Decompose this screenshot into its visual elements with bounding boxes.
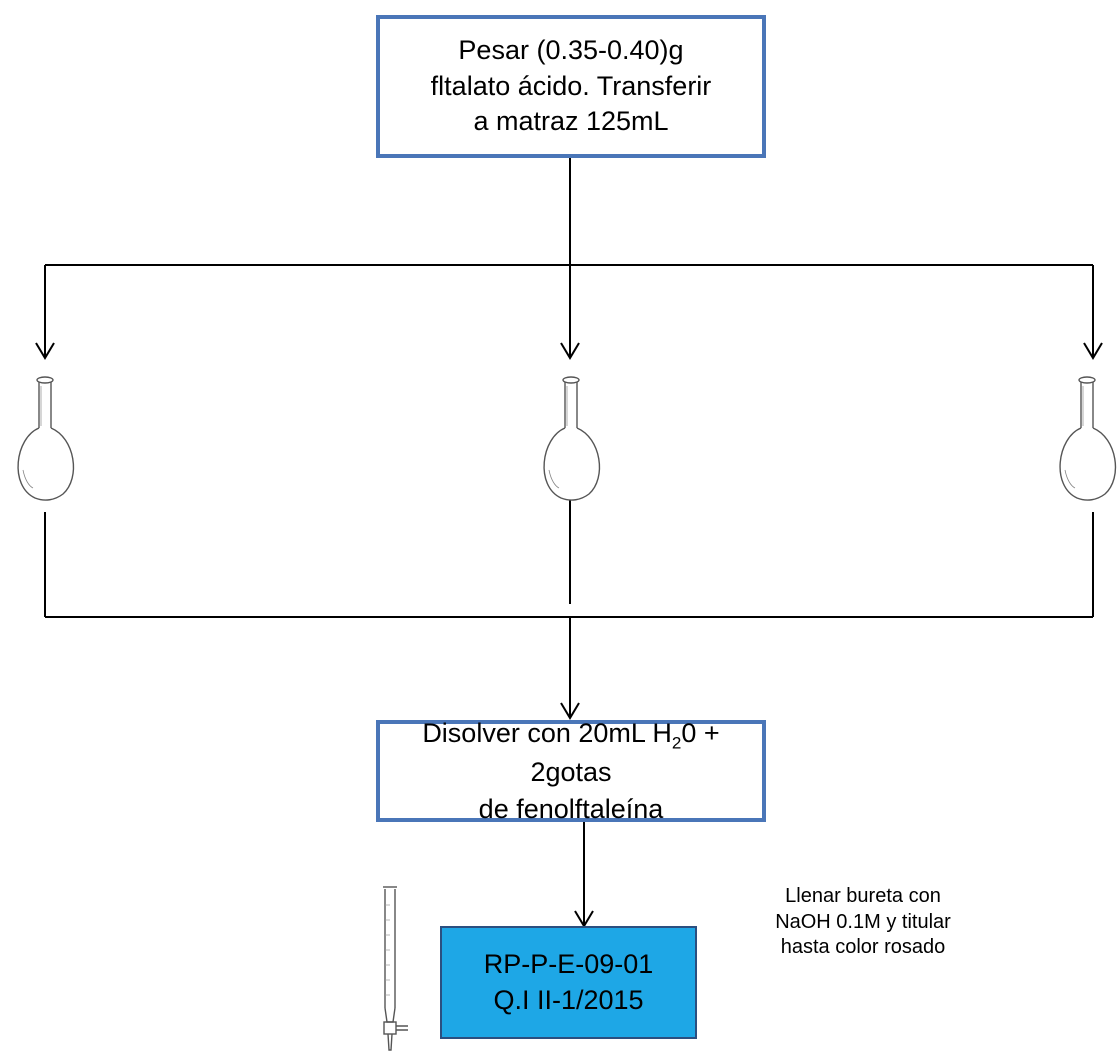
step-weigh-line3: a matraz 125mL — [473, 106, 669, 137]
flask-icon — [1059, 376, 1117, 501]
step-weigh-box: Pesar (0.35-0.40)g fltalato ácido. Trans… — [376, 15, 766, 158]
document-code-box: RP-P-E-09-01 Q.I II-1/2015 — [440, 926, 697, 1039]
arrowhead-center — [560, 342, 580, 360]
step-dissolve-line1-b: 0 + 2gotas — [530, 717, 720, 788]
titration-note-line1: Llenar bureta con — [785, 885, 941, 907]
flask-icon — [543, 376, 601, 501]
burette-icon — [383, 886, 408, 1051]
arrowhead-dissolve — [560, 702, 580, 720]
arrowhead-right — [1083, 342, 1103, 360]
step-dissolve-line1: Disolver con 20mL H20 + 2gotas — [380, 715, 762, 791]
arrowhead-left — [35, 342, 55, 360]
step-dissolve-subscript: 2 — [671, 732, 682, 752]
document-code-line1: RP-P-E-09-01 — [483, 949, 654, 980]
step-weigh-line2: fltalato ácido. Transferir — [430, 70, 712, 101]
flask-icon — [17, 376, 75, 501]
step-dissolve-line1-a: Disolver con 20mL H — [422, 717, 672, 748]
titration-note: Llenar bureta con NaOH 0.1M y titular ha… — [718, 884, 1008, 961]
step-dissolve-box: Disolver con 20mL H20 + 2gotas de fenolf… — [376, 718, 766, 824]
titration-note-line3: hasta color rosado — [780, 936, 946, 959]
step-weigh-line1: Pesar (0.35-0.40)g — [458, 34, 684, 65]
titration-note-line2: NaOH 0.1M y titular — [775, 910, 951, 933]
step-dissolve-line2: de fenolftaleína — [478, 793, 664, 824]
document-code-line2: Q.I II-1/2015 — [493, 984, 644, 1015]
